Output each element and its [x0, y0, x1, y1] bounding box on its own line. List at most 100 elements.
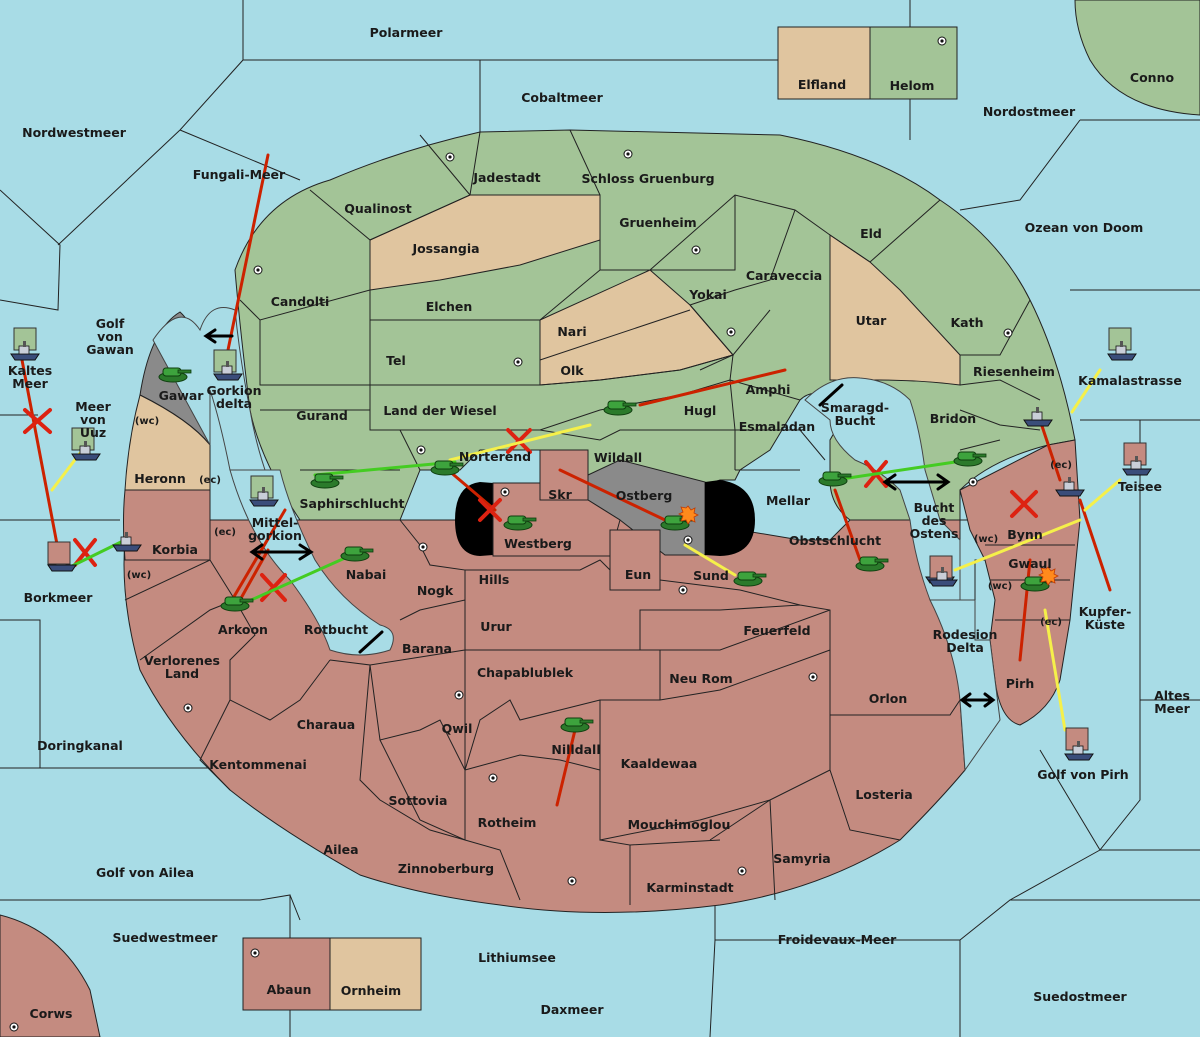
label-zinnoberburg: Zinnoberburg: [398, 861, 494, 876]
region-utar[interactable]: [829, 234, 961, 386]
sea-labels: Polarmeer Cobaltmeer Nordostmeer Nordwes…: [8, 25, 1191, 1017]
label-polarmeer: Polarmeer: [370, 25, 444, 40]
label-doringkanal: Doringkanal: [37, 738, 123, 753]
label-borkmeer: Borkmeer: [24, 590, 94, 605]
label-land-wiesel: Land der Wiesel: [383, 403, 496, 418]
label-qualinost: Qualinost: [344, 201, 411, 216]
label-bynn: Bynn: [1007, 527, 1042, 542]
label-suedostmeer: Suedostmeer: [1033, 989, 1127, 1004]
label-sund: Sund: [693, 568, 729, 583]
region-eun[interactable]: [609, 529, 661, 591]
label-elchen: Elchen: [426, 299, 473, 314]
label-conno: Conno: [1130, 70, 1175, 85]
coast-label: (ec): [1050, 460, 1072, 471]
label-obst: Obstschlucht: [789, 533, 881, 548]
label-bridon: Bridon: [930, 411, 976, 426]
label-nordostmeer: Nordostmeer: [983, 104, 1076, 119]
label-samyria: Samyria: [773, 851, 831, 866]
label-rotbucht: Rotbucht: [304, 622, 368, 637]
inlet-rotbucht[interactable]: [229, 469, 394, 656]
label-gurand: Gurand: [296, 408, 348, 423]
label-candolti: Candolti: [271, 294, 330, 309]
dislodged-markers: [678, 505, 1059, 586]
region-ornheim[interactable]: [329, 937, 422, 1011]
label-daxmeer: Daxmeer: [540, 1002, 604, 1017]
label-charaua: Charaua: [297, 717, 355, 732]
banner-tokens: [10, 327, 1152, 761]
label-neurom: Neu Rom: [669, 671, 732, 686]
label-suedwestmeer: Suedwestmeer: [113, 930, 219, 945]
region-conno[interactable]: [1074, 0, 1200, 116]
label-nogk: Nogk: [417, 583, 454, 598]
label-kaaldewaa: Kaaldewaa: [621, 756, 698, 771]
label-jadestadt: Jadestadt: [472, 170, 540, 185]
label-ozean: Ozean von Doom: [1025, 220, 1144, 235]
label-mouchi: Mouchimoglou: [628, 817, 731, 832]
label-mittel: Mittel-gorkion: [248, 515, 302, 543]
label-orlon: Orlon: [869, 691, 908, 706]
label-hills: Hills: [479, 572, 510, 587]
label-eun: Eun: [625, 567, 651, 582]
label-elfland: Elfland: [798, 77, 846, 92]
label-golf-pirh: Golf von Pirh: [1037, 767, 1128, 782]
label-westberg: Westberg: [504, 536, 572, 551]
label-gwaul: Gwaul: [1008, 556, 1051, 571]
label-karminstadt: Karminstadt: [646, 880, 733, 895]
label-losteria: Losteria: [855, 787, 912, 802]
label-nari: Nari: [557, 324, 586, 339]
label-hugl: Hugl: [684, 403, 717, 418]
label-pirh: Pirh: [1006, 676, 1035, 691]
label-barana: Barana: [402, 641, 452, 656]
order-arrows: [20, 153, 1122, 807]
label-heronn: Heronn: [134, 471, 186, 486]
label-kupfer: Kupfer-Küste: [1079, 604, 1132, 632]
label-kamala: Kamalastrasse: [1078, 373, 1182, 388]
coast-label: (ec): [199, 475, 221, 486]
label-urur: Urur: [480, 619, 512, 634]
label-korbia: Korbia: [152, 542, 198, 557]
coast-label: (wc): [974, 534, 998, 545]
region-corws[interactable]: [0, 914, 101, 1037]
label-cobaltmeer: Cobaltmeer: [521, 90, 603, 105]
label-skr: Skr: [548, 487, 572, 502]
label-saphir: Saphirschlucht: [300, 496, 405, 511]
label-golf-ailea: Golf von Ailea: [96, 865, 194, 880]
sea-gorkion-delta[interactable]: [152, 307, 266, 471]
label-feuerfeld: Feuerfeld: [743, 623, 810, 638]
coast-label: (wc): [988, 581, 1012, 592]
region-westberg[interactable]: [492, 482, 621, 557]
region-elfland[interactable]: [777, 26, 871, 100]
region-jossangia[interactable]: [369, 194, 601, 291]
label-qwil: Qwil: [442, 721, 473, 736]
label-ailea: Ailea: [323, 842, 358, 857]
label-amphi: Amphi: [746, 382, 791, 397]
label-kath: Kath: [951, 315, 984, 330]
coast-label: (ec): [1040, 617, 1062, 628]
coast-label: (wc): [127, 570, 151, 581]
land-labels: Elfland Helom Conno Jadestadt Schloss Gr…: [30, 70, 1175, 1021]
label-nordwestmeer: Nordwestmeer: [22, 125, 127, 140]
label-wildall: Wildall: [594, 450, 642, 465]
red-territories: [123, 439, 1081, 913]
units: [10, 327, 1152, 761]
label-olk: Olk: [560, 363, 584, 378]
label-sottovia: Sottovia: [389, 793, 448, 808]
coast-labels: (wc) (ec) (ec) (wc) (ec) (wc) (wc) (ec): [127, 416, 1072, 628]
label-norterend: Norterend: [459, 449, 531, 464]
region-korbia[interactable]: [123, 489, 211, 561]
sea-rodesion-delta[interactable]: [929, 599, 1001, 772]
label-eld: Eld: [860, 226, 882, 241]
label-ostberg: Ostberg: [616, 488, 673, 503]
label-caraveccia: Caraveccia: [746, 268, 822, 283]
label-chapa: Chapablublek: [477, 665, 574, 680]
label-gawar: Gawar: [159, 388, 205, 403]
